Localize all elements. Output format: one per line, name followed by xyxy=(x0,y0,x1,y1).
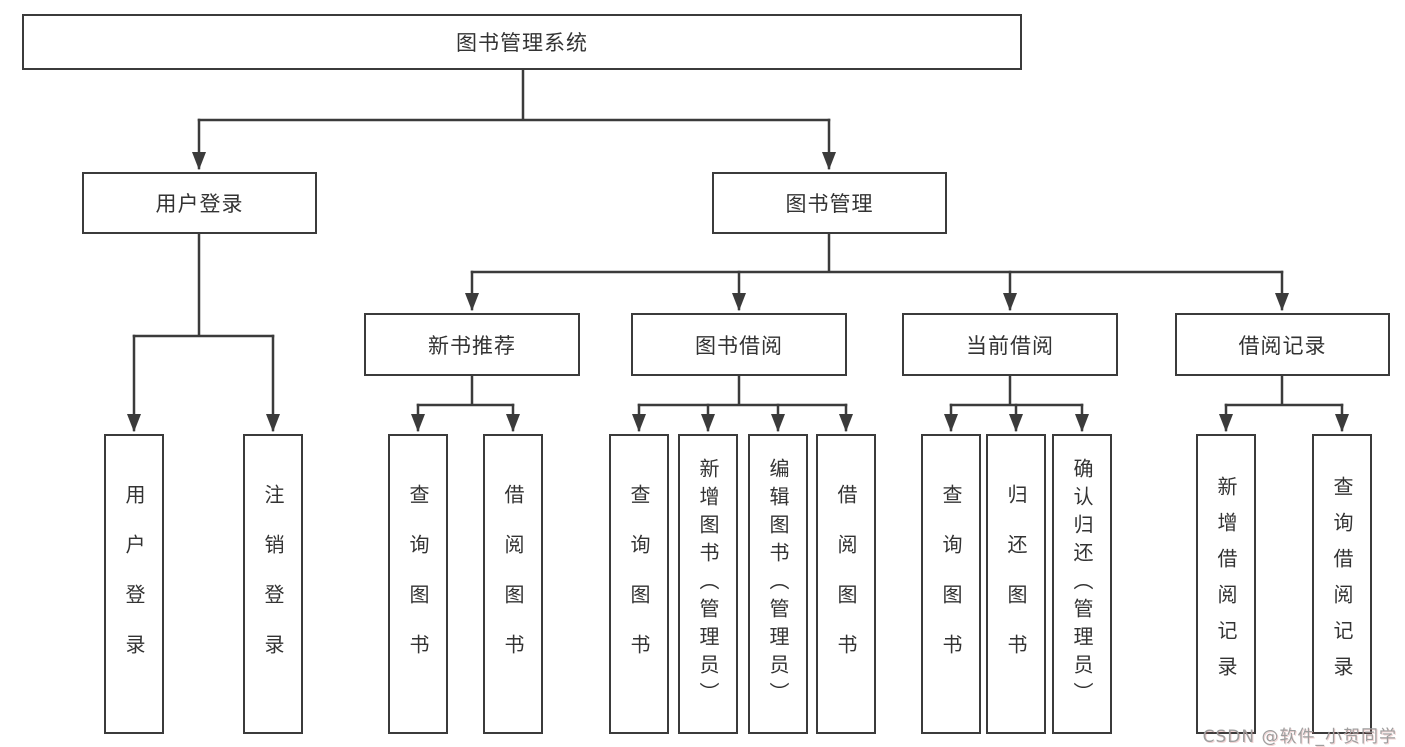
node-book-management: 图书管理 xyxy=(712,172,947,234)
leaf-query-books-borrow: 查询图书 xyxy=(609,434,669,734)
leaf-add-borrow-record: 新增借阅记录 xyxy=(1196,434,1256,734)
node-new-book-recommend: 新书推荐 xyxy=(364,313,580,376)
node-root-system: 图书管理系统 xyxy=(22,14,1022,70)
leaf-borrow-books-recommend: 借阅图书 xyxy=(483,434,543,734)
node-book-borrow: 图书借阅 xyxy=(631,313,847,376)
leaf-edit-books-admin: 编辑图书（管理员） xyxy=(748,434,808,734)
watermark: CSDN @软件_小贺同学 xyxy=(1202,727,1397,747)
leaf-add-books-admin: 新增图书（管理员） xyxy=(678,434,738,734)
node-borrow-records: 借阅记录 xyxy=(1175,313,1390,376)
node-user-login: 用户登录 xyxy=(82,172,317,234)
leaf-query-books-recommend: 查询图书 xyxy=(388,434,448,734)
leaf-borrow-books: 借阅图书 xyxy=(816,434,876,734)
leaf-user-login: 用户登录 xyxy=(104,434,164,734)
leaf-query-books-current: 查询图书 xyxy=(921,434,981,734)
leaf-query-borrow-record: 查询借阅记录 xyxy=(1312,434,1372,734)
leaf-confirm-return-admin: 确认归还（管理员） xyxy=(1052,434,1112,734)
leaf-return-books: 归还图书 xyxy=(986,434,1046,734)
leaf-logout: 注销登录 xyxy=(243,434,303,734)
node-current-borrow: 当前借阅 xyxy=(902,313,1118,376)
